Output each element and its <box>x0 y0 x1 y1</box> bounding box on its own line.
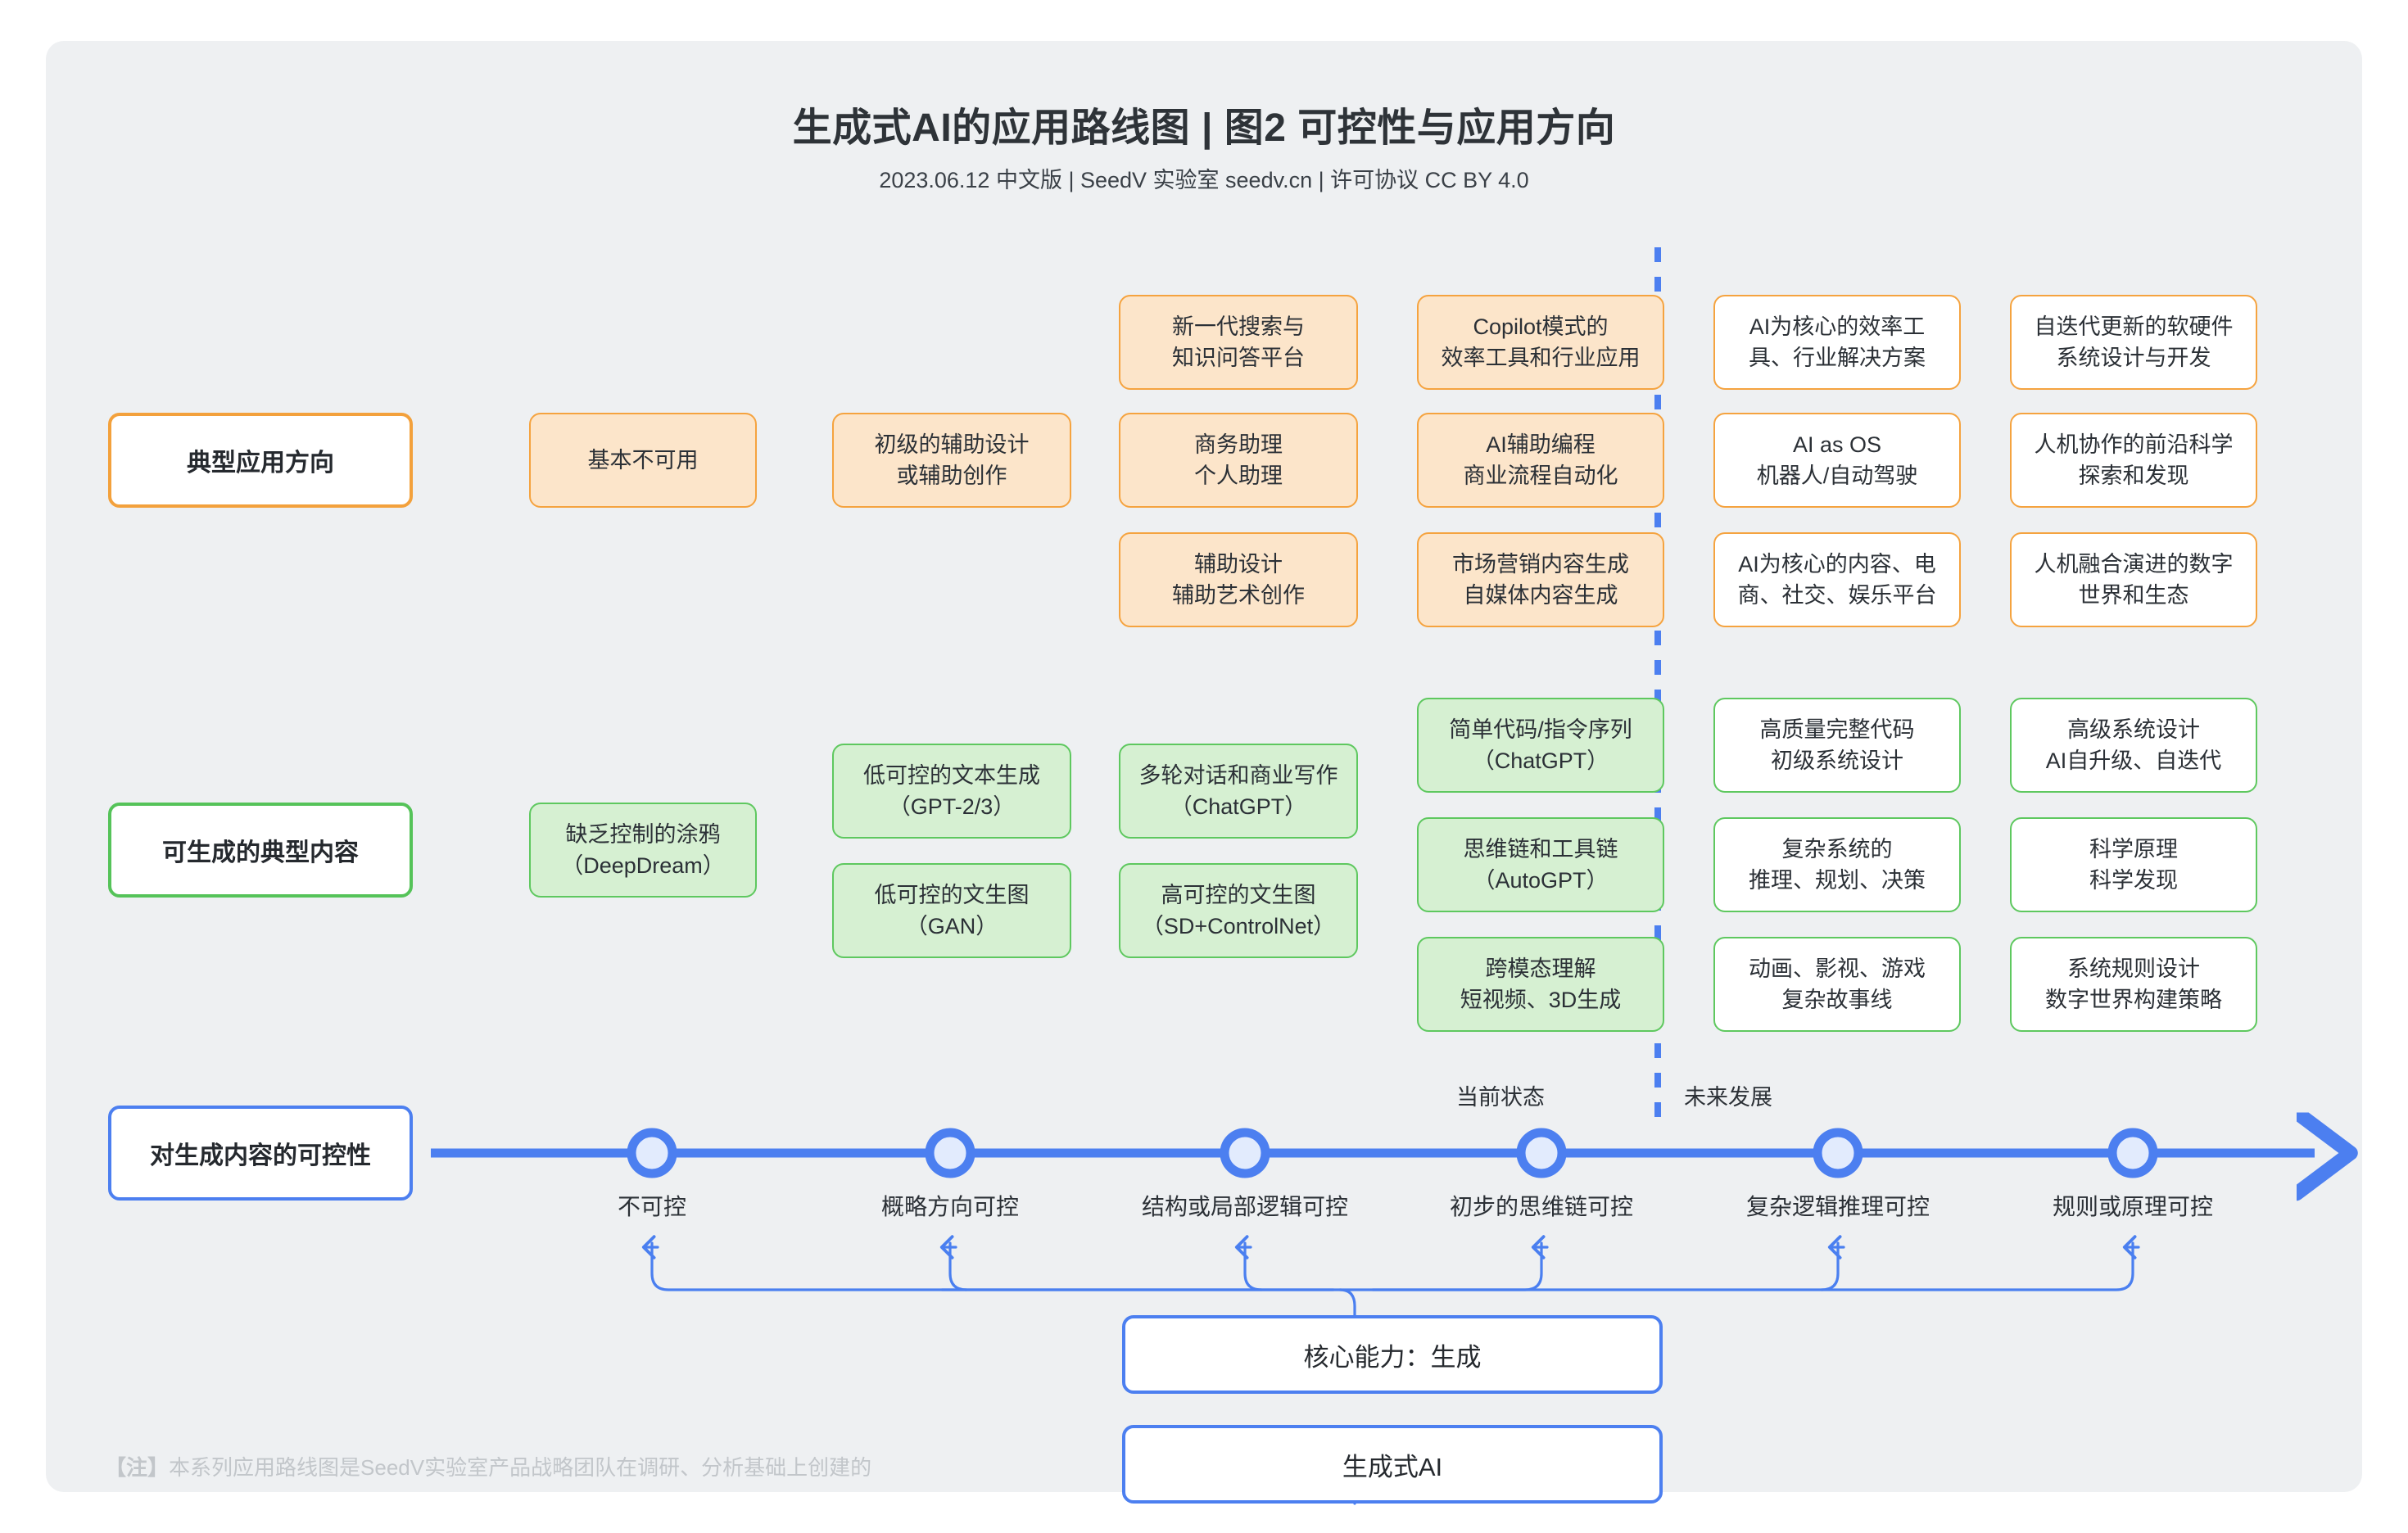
application-card: 商务助理 个人助理 <box>1119 413 1358 508</box>
timeline-node <box>1516 1128 1567 1178</box>
current-future-divider <box>1654 247 1661 1124</box>
timeline-tick-label: 复杂逻辑推理可控 <box>1745 1194 1930 1219</box>
content-card: 多轮对话和商业写作 （ChatGPT） <box>1119 744 1358 839</box>
page-subtitle: 2023.06.12 中文版 | SeedV 实验室 seedv.cn | 许可… <box>879 168 1529 192</box>
footnote-tag: 【注】 <box>105 1455 170 1480</box>
content-card: 复杂系统的 推理、规划、决策 <box>1713 817 1961 912</box>
timeline-tick-label: 规则或原理可控 <box>2052 1194 2214 1219</box>
content-card: 动画、影视、游戏 复杂故事线 <box>1713 937 1961 1032</box>
application-card: 辅助设计 辅助艺术创作 <box>1119 532 1358 627</box>
application-card: Copilot模式的 效率工具和行业应用 <box>1417 295 1664 390</box>
footnote-text: 本系列应用路线图是SeedV实验室产品战略团队在调研、分析基础上创建的 <box>169 1455 872 1480</box>
timeline-tick-label: 结构或局部逻辑可控 <box>1141 1194 1349 1219</box>
application-card: 市场营销内容生成 自媒体内容生成 <box>1417 532 1664 627</box>
row-label-applications: 典型应用方向 <box>108 413 413 508</box>
content-card: 系统规则设计 数字世界构建策略 <box>2010 937 2257 1032</box>
application-card: 初级的辅助设计 或辅助创作 <box>832 413 1071 508</box>
timeline-graphic <box>431 1048 2362 1505</box>
content-card: 高质量完整代码 初级系统设计 <box>1713 698 1961 793</box>
phase-label-future: 未来发展 <box>1684 1085 1772 1110</box>
content-card: 思维链和工具链 （AutoGPT） <box>1417 817 1664 912</box>
footnote: 【注】本系列应用路线图是SeedV实验室产品战略团队在调研、分析基础上创建的 <box>105 1451 871 1481</box>
diagram-canvas: 生成式AI的应用路线图 | 图2 可控性与应用方向 2023.06.12 中文版… <box>46 41 2362 1505</box>
application-card: 自迭代更新的软硬件 系统设计与开发 <box>2010 295 2257 390</box>
timeline-node <box>1813 1128 1863 1178</box>
application-card: AI as OS 机器人/自动驾驶 <box>1713 413 1961 508</box>
content-card: 跨模态理解 短视频、3D生成 <box>1417 937 1664 1032</box>
content-card: 简单代码/指令序列 （ChatGPT） <box>1417 698 1664 793</box>
application-card: 人机融合演进的数字 世界和生态 <box>2010 532 2257 627</box>
row-label-content: 可生成的典型内容 <box>108 803 413 898</box>
content-card: 高级系统设计 AI自升级、自迭代 <box>2010 698 2257 793</box>
timeline-node <box>1220 1128 1270 1178</box>
content-card: 低可控的文生图 （GAN） <box>832 863 1071 958</box>
timeline-node <box>925 1128 975 1178</box>
timeline-tick-label: 初步的思维链可控 <box>1449 1194 1634 1219</box>
application-card: AI为核心的效率工 具、行业解决方案 <box>1713 295 1961 390</box>
timeline-bracket <box>650 1241 2134 1353</box>
content-card: 缺乏控制的涂鸦 （DeepDream） <box>529 803 757 898</box>
core-capability-box: 核心能力：生成 <box>1122 1315 1663 1394</box>
application-card: AI为核心的内容、电 商、社交、娱乐平台 <box>1713 532 1961 627</box>
row-label-controllability: 对生成内容的可控性 <box>108 1106 413 1201</box>
timeline-node <box>2107 1128 2158 1178</box>
timeline-node <box>627 1128 677 1178</box>
application-card: 基本不可用 <box>529 413 757 508</box>
phase-label-current: 当前状态 <box>1456 1085 1545 1110</box>
content-card: 低可控的文本生成 （GPT-2/3） <box>832 744 1071 839</box>
foundation-box: 生成式AI <box>1122 1425 1663 1504</box>
timeline-tick-label: 概略方向可控 <box>880 1194 1020 1219</box>
content-card: 高可控的文生图 （SD+ControlNet） <box>1119 863 1358 958</box>
application-card: 人机协作的前沿科学 探索和发现 <box>2010 413 2257 508</box>
content-card: 科学原理 科学发现 <box>2010 817 2257 912</box>
page-title: 生成式AI的应用路线图 | 图2 可控性与应用方向 <box>792 106 1616 150</box>
application-card: AI辅助编程 商业流程自动化 <box>1417 413 1664 508</box>
application-card: 新一代搜索与 知识问答平台 <box>1119 295 1358 390</box>
timeline-tick-label: 不可控 <box>617 1194 687 1219</box>
